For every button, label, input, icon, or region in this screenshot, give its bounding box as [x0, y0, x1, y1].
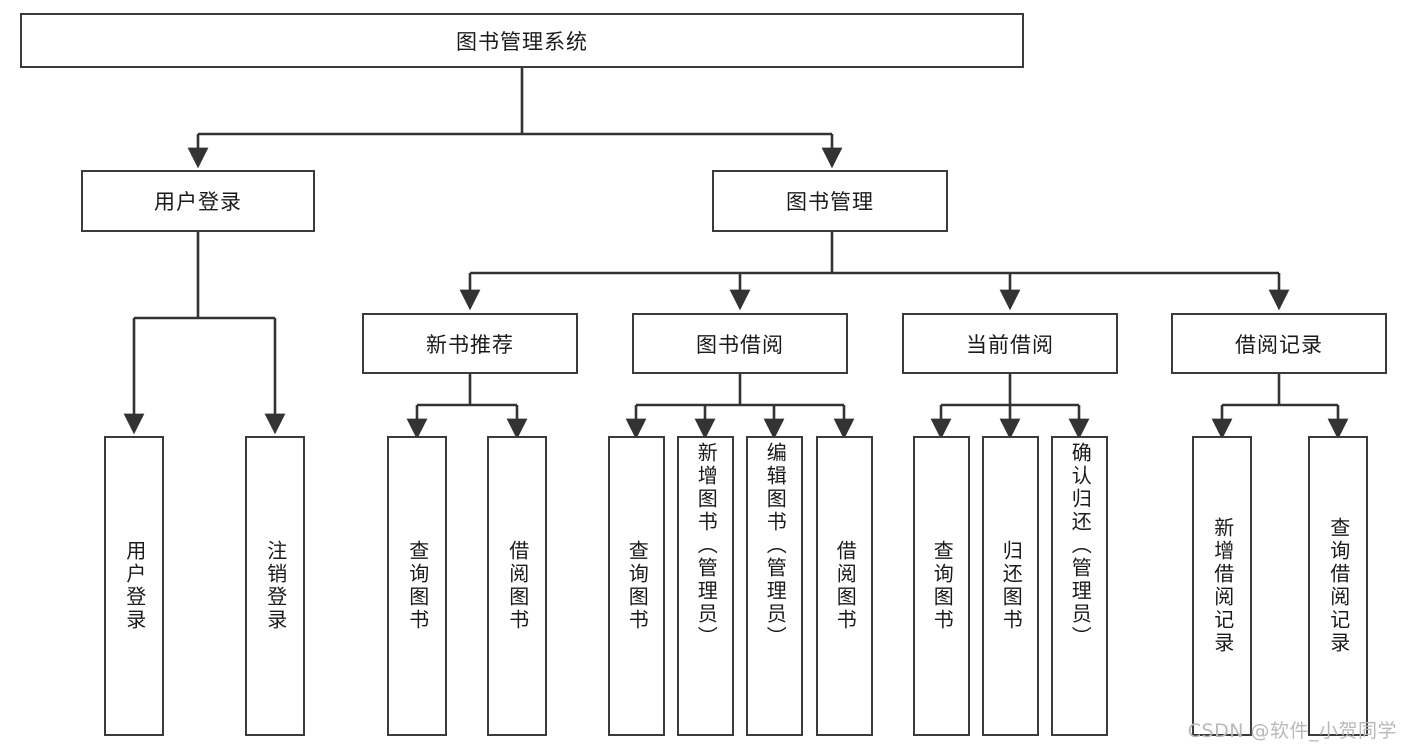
node-leaf-logout-login[interactable]: 注销登录	[245, 436, 305, 736]
node-leaf-add-book-label: 新增图书（管理员）	[694, 442, 719, 649]
node-leaf-query-book-3-label: 查询图书	[930, 540, 955, 632]
node-user-login-label: 用户登录	[154, 190, 242, 214]
node-leaf-user-login[interactable]: 用户登录	[104, 436, 164, 736]
node-leaf-add-book[interactable]: 新增图书（管理员）	[677, 436, 734, 736]
node-leaf-query-borrow-record[interactable]: 查询借阅记录	[1308, 436, 1368, 736]
node-leaf-query-borrow-record-label: 查询借阅记录	[1326, 517, 1351, 655]
node-leaf-user-login-label: 用户登录	[122, 540, 147, 632]
node-leaf-borrow-book-1[interactable]: 借阅图书	[487, 436, 547, 736]
node-root-label: 图书管理系统	[456, 29, 588, 54]
node-current-borrow-label: 当前借阅	[966, 332, 1054, 357]
node-book-borrow[interactable]: 图书借阅	[632, 313, 848, 374]
node-leaf-borrow-book-1-label: 借阅图书	[505, 540, 530, 632]
node-leaf-edit-book[interactable]: 编辑图书（管理员）	[746, 436, 803, 736]
node-leaf-query-book-1[interactable]: 查询图书	[387, 436, 447, 736]
node-user-login[interactable]: 用户登录	[81, 170, 315, 232]
node-leaf-query-book-1-label: 查询图书	[405, 540, 430, 632]
node-new-book-recommend-label: 新书推荐	[426, 332, 514, 357]
node-leaf-confirm-return-label: 确认归还（管理员）	[1068, 442, 1093, 649]
node-leaf-borrow-book-2-label: 借阅图书	[833, 540, 858, 632]
node-leaf-add-borrow-record[interactable]: 新增借阅记录	[1192, 436, 1252, 736]
node-borrow-record[interactable]: 借阅记录	[1171, 313, 1387, 374]
node-book-borrow-label: 图书借阅	[696, 332, 784, 357]
node-leaf-add-borrow-record-label: 新增借阅记录	[1210, 517, 1235, 655]
node-leaf-logout-login-label: 注销登录	[263, 540, 288, 632]
node-book-manage-label: 图书管理	[786, 190, 874, 214]
node-current-borrow[interactable]: 当前借阅	[902, 313, 1118, 374]
node-leaf-confirm-return[interactable]: 确认归还（管理员）	[1051, 436, 1108, 736]
node-leaf-return-book-label: 归还图书	[999, 540, 1024, 632]
node-borrow-record-label: 借阅记录	[1235, 332, 1323, 357]
node-leaf-query-book-3[interactable]: 查询图书	[913, 436, 970, 736]
node-root[interactable]: 图书管理系统	[20, 13, 1024, 68]
node-new-book-recommend[interactable]: 新书推荐	[362, 313, 578, 374]
node-leaf-edit-book-label: 编辑图书（管理员）	[763, 442, 788, 649]
node-leaf-borrow-book-2[interactable]: 借阅图书	[816, 436, 873, 736]
node-leaf-query-book-2[interactable]: 查询图书	[608, 436, 665, 736]
node-book-manage[interactable]: 图书管理	[712, 170, 948, 232]
node-leaf-query-book-2-label: 查询图书	[625, 540, 650, 632]
csdn-watermark: CSDN @软件_小贺同学	[1187, 720, 1397, 742]
node-leaf-return-book[interactable]: 归还图书	[982, 436, 1039, 736]
